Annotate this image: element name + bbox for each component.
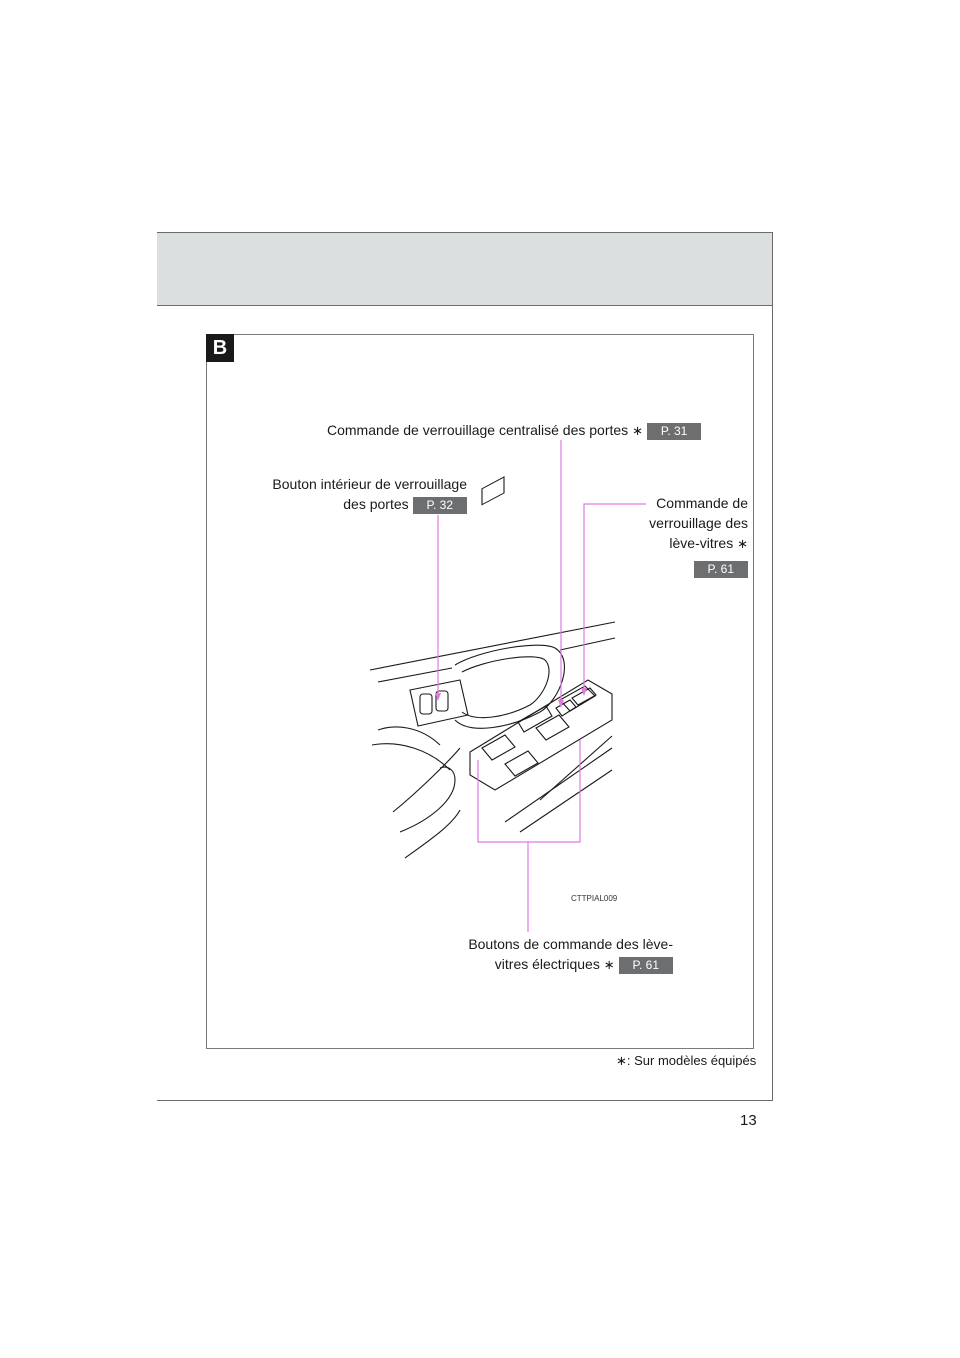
page-ref-p32[interactable]: P. 32	[412, 496, 467, 514]
callout-inner-lock-button: Bouton intérieur de verrouillage des por…	[230, 474, 467, 514]
power-window-label-row2: vitres électriques ∗ P. 61	[440, 954, 673, 975]
inner-lock-label-line1: Bouton intérieur de verrouillage	[272, 476, 467, 492]
asterisk-icon: ∗	[737, 536, 748, 551]
window-lock-label-line3: lève-vitres	[669, 535, 734, 551]
page-ref-p61-windows[interactable]: P. 61	[618, 956, 673, 974]
window-lock-label-line1: Commande de	[656, 495, 748, 511]
footnote: ∗: Sur modèles équipés	[616, 1053, 756, 1069]
callout-power-window: Boutons de commande des lève- vitres éle…	[440, 934, 673, 975]
asterisk-icon: ∗	[632, 423, 643, 438]
asterisk-icon: ∗	[603, 957, 615, 972]
window-lock-ref-row: P. 61	[600, 558, 748, 578]
footer-rule	[157, 1100, 773, 1101]
window-lock-label-line2: verrouillage des	[649, 515, 748, 531]
inner-lock-label-line2: des portes	[343, 496, 409, 512]
asterisk-icon: ∗	[616, 1053, 627, 1068]
page-right-rule	[772, 232, 773, 1100]
leader-lines	[437, 440, 646, 932]
door-panel-drawing	[369, 476, 616, 859]
window-lock-label-row3: lève-vitres ∗	[600, 533, 748, 554]
leader-arrowheads	[435, 688, 587, 708]
header-band	[157, 232, 773, 306]
image-code: CTTPIAL009	[571, 894, 618, 903]
page-number: 13	[740, 1112, 757, 1129]
callout-window-lock: Commande de verrouillage des lève-vitres…	[600, 493, 748, 578]
page-ref-p31[interactable]: P. 31	[646, 422, 702, 440]
page-ref-p61-lock[interactable]: P. 61	[693, 560, 748, 578]
illustration-frame	[206, 334, 754, 1049]
power-window-label-line1: Boutons de commande des lève-	[468, 936, 673, 952]
power-window-label-line2: vitres électriques	[494, 956, 600, 972]
callout-central-lock: Commande de verrouillage centralisé des …	[327, 420, 702, 441]
section-badge: B	[206, 334, 234, 362]
footnote-text: : Sur modèles équipés	[626, 1053, 757, 1068]
inner-lock-label-row: des portes P. 32	[230, 494, 467, 514]
central-lock-label: Commande de verrouillage centralisé des …	[327, 422, 629, 438]
